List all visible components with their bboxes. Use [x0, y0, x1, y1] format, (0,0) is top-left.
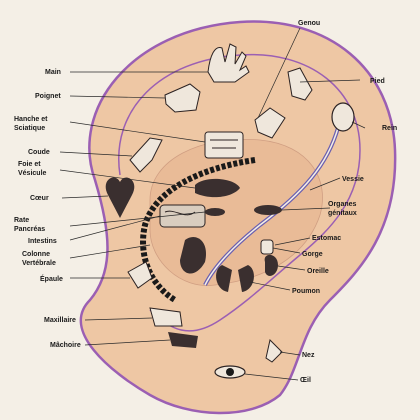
jaw-icon — [168, 332, 198, 348]
label-nez: Nez — [302, 352, 315, 359]
label-gorge: Gorge — [302, 251, 323, 258]
lungs-icon — [216, 265, 254, 292]
label-coude: Coude — [28, 149, 50, 156]
pelvis-icon — [204, 131, 244, 159]
label-colonne: Colonne — [22, 251, 50, 258]
label-pied: Pied — [370, 78, 385, 85]
label-estomac: Estomac — [312, 235, 341, 242]
foot-icon — [287, 67, 313, 101]
label-foie: Foie et — [18, 161, 41, 168]
eye-icon — [214, 365, 246, 379]
label-rein: Rein — [382, 125, 397, 132]
ear-icon — [264, 254, 278, 276]
leader-lines — [59, 27, 366, 381]
knee-icon — [254, 107, 286, 139]
label-intestins: Intestins — [28, 238, 57, 245]
label-maxillaire: Maxillaire — [44, 317, 76, 324]
label-epaule: Épaule — [40, 274, 63, 283]
label-sciatique: Sciatique — [14, 125, 45, 132]
kidney-icon — [331, 102, 355, 132]
label-machoire: Mâchoire — [50, 342, 81, 349]
meridian-inner — [204, 119, 341, 286]
label-vesicule: Vésicule — [18, 170, 47, 177]
maxilla-icon — [149, 307, 183, 327]
heart-icon — [105, 177, 135, 218]
label-vessie: Vessie — [342, 176, 364, 183]
pancreas-icon — [205, 208, 225, 216]
elbow-icon — [129, 137, 163, 173]
antihelix-ridge — [118, 53, 361, 332]
label-oeil: Œil — [300, 377, 311, 384]
spine-icon — [140, 157, 256, 303]
label-poumon: Poumon — [292, 288, 320, 295]
label-coeur: Cœur — [30, 195, 49, 202]
label-hanche: Hanche et — [14, 116, 48, 123]
label-organes: Organes — [328, 201, 357, 208]
label-genitaux: génitaux — [328, 210, 357, 217]
label-main: Main — [45, 69, 61, 76]
genitals-icon — [254, 205, 282, 215]
label-rate: Rate — [14, 217, 29, 224]
label-oreille: Oreille — [307, 268, 329, 275]
label-poignet: Poignet — [35, 93, 61, 100]
shoulder-icon — [127, 261, 153, 289]
label-vertebrale: Vertébrale — [22, 260, 56, 267]
label-genou: Genou — [298, 20, 320, 27]
throat-icon — [260, 239, 274, 255]
nose-icon — [265, 339, 283, 363]
label-pancreas: Pancréas — [14, 226, 45, 233]
stomach-icon — [180, 236, 206, 274]
hand-icon — [207, 43, 250, 83]
liver-icon — [195, 178, 240, 198]
wrist-icon — [164, 83, 201, 113]
